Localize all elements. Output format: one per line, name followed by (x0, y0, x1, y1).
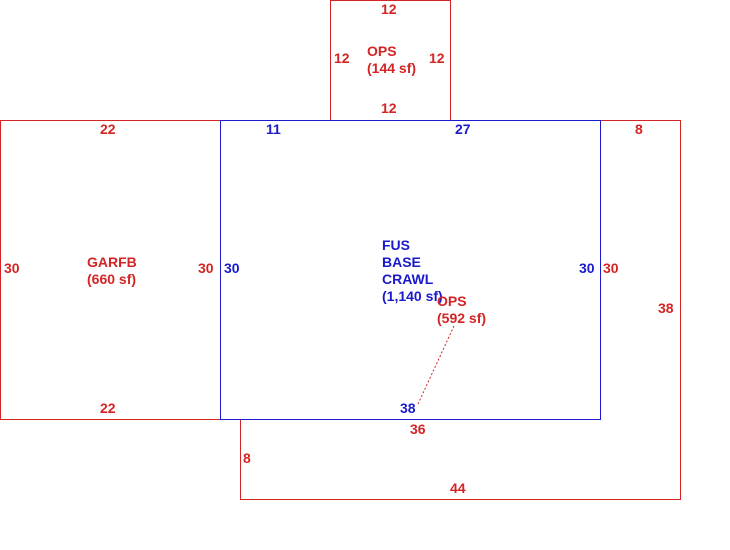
dim-garage-left: 30 (4, 260, 20, 276)
ops-right-outline (240, 120, 681, 500)
dim-main-left: 30 (224, 260, 240, 276)
dim-garage-right: 30 (198, 260, 214, 276)
ops-top-name: OPS (367, 43, 397, 59)
dim-ops-right-under: 36 (410, 421, 426, 437)
dim-garage-top: 22 (100, 121, 116, 137)
ops-right-label: OPS (592 sf) (437, 293, 486, 327)
dim-ops-right-bottom: 44 (450, 480, 466, 496)
dim-main-top-left: 11 (266, 121, 281, 137)
garage-name: GARFB (87, 254, 137, 270)
main-label: FUS BASE CRAWL (1,140 sf) (382, 237, 443, 305)
dim-ops-right-side: 38 (658, 300, 674, 316)
main-area: (1,140 sf) (382, 288, 443, 304)
dim-ops-top-bottom: 12 (381, 100, 397, 116)
main-line2: BASE (382, 254, 421, 270)
ops-right-name: OPS (437, 293, 467, 309)
garage-label: GARFB (660 sf) (87, 254, 137, 288)
ops-leader-line (417, 325, 455, 405)
dim-main-right: 30 (579, 260, 595, 276)
dim-ops-top-top: 12 (381, 1, 397, 17)
ops-top-area: (144 sf) (367, 60, 417, 76)
dim-main-bottom: 38 (400, 400, 416, 416)
ops-top-label: OPS (144 sf) (367, 43, 416, 77)
dim-main-top-right: 27 (455, 121, 471, 137)
ops-right-area: (592 sf) (437, 310, 487, 326)
dim-ops-right-drop: 8 (243, 450, 251, 466)
dim-ops-right-left: 30 (603, 260, 619, 276)
dim-ops-top-left: 12 (334, 50, 350, 66)
dim-ops-right-top: 8 (635, 121, 643, 137)
main-outline (220, 120, 601, 420)
dim-ops-top-right: 12 (429, 50, 445, 66)
main-line1: FUS (382, 237, 410, 253)
garage-area: (660 sf) (87, 271, 137, 287)
dim-garage-bottom: 22 (100, 400, 116, 416)
main-line3: CRAWL (382, 271, 434, 287)
